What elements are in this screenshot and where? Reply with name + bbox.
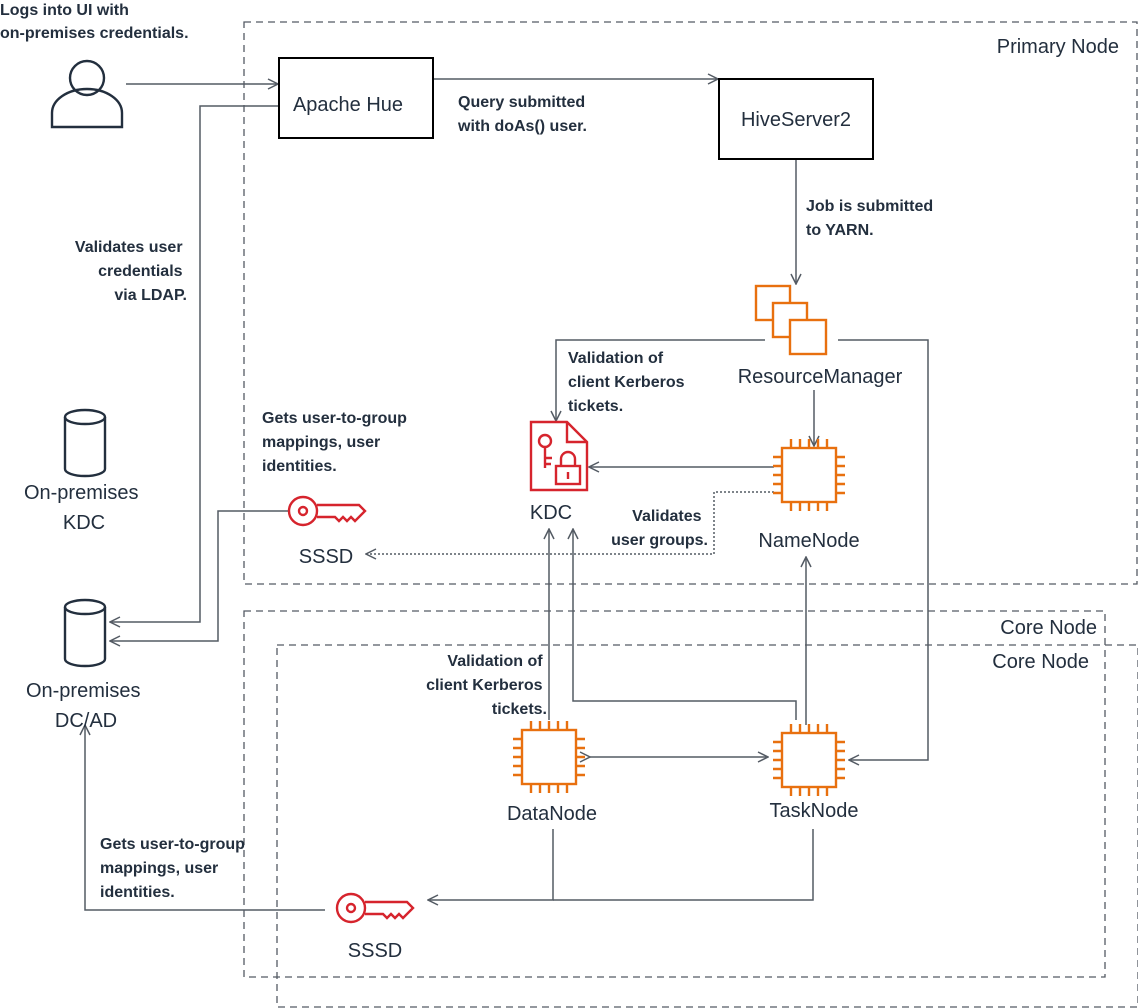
- chip-icon: [771, 722, 847, 798]
- key-icon: [287, 495, 367, 527]
- note-validates-groups: Validates user groups.: [611, 508, 708, 549]
- note-login: Logs into UI with on-premises credential…: [0, 2, 189, 42]
- kdc-lock-icon: [529, 420, 589, 492]
- line-tasknode-to-sssd: [553, 829, 814, 901]
- chip-icon: [771, 437, 847, 513]
- resourcemanager-label: ResourceManager: [738, 366, 903, 388]
- core-node-frame-outer: [243, 610, 1106, 978]
- arrow-tasknode-to-kdc: [573, 529, 797, 720]
- arrow-sssd-to-dcad: [110, 510, 288, 641]
- arrow-resourcemanager-to-tasknode: [838, 339, 929, 760]
- user-icon: [50, 59, 124, 129]
- sssd-core-label: SSSD: [348, 940, 402, 962]
- apache-hue-box: Apache Hue: [278, 57, 434, 139]
- zone-label-core-outer: Core Node: [1000, 617, 1097, 639]
- arrow-hue-to-dcad: [110, 105, 278, 622]
- onprem-dcad-label: On-premises DC/AD: [26, 680, 146, 732]
- arrow-datanode-to-sssd: [428, 829, 554, 900]
- onprem-kdc-label: On-premises KDC: [24, 482, 144, 534]
- note-query-submitted: Query submitted with doAs() user.: [457, 94, 590, 135]
- hiveserver2-label: HiveServer2: [741, 109, 851, 131]
- chip-icon: [511, 719, 587, 795]
- arrow-resourcemanager-to-kdc: [556, 339, 765, 421]
- tasknode-label: TaskNode: [770, 800, 859, 822]
- zone-label-core-inner: Core Node: [992, 651, 1089, 673]
- kdc-label: KDC: [530, 502, 572, 524]
- sssd-primary-label: SSSD: [299, 546, 353, 568]
- arrow-namenode-to-sssd: [366, 491, 774, 554]
- key-icon: [335, 892, 415, 924]
- note-groups-primary: Gets user-to-group mappings, user identi…: [262, 410, 411, 475]
- datanode-label: DataNode: [507, 803, 597, 825]
- zone-label-primary: Primary Node: [997, 36, 1119, 58]
- apache-hue-label: Apache Hue: [293, 94, 403, 116]
- primary-node-frame: [243, 21, 1138, 585]
- stacked-squares-icon: [754, 284, 828, 356]
- database-icon: [63, 598, 107, 668]
- note-kerberos-core: Validation of client Kerberos tickets.: [426, 653, 547, 718]
- note-ldap: Validates user credentials via LDAP.: [75, 239, 187, 304]
- note-job-submitted: Job is submitted to YARN.: [806, 198, 938, 239]
- namenode-label: NameNode: [758, 530, 859, 552]
- database-icon: [63, 408, 107, 478]
- core-node-frame-inner: [276, 644, 1138, 1008]
- note-kerberos-primary: Validation of client Kerberos tickets.: [568, 350, 689, 415]
- hiveserver2-box: HiveServer2: [718, 78, 874, 160]
- connectors: [85, 79, 929, 911]
- arrow-sssd-core-to-dcad: [85, 725, 325, 911]
- note-groups-core: Gets user-to-group mappings, user identi…: [100, 836, 249, 901]
